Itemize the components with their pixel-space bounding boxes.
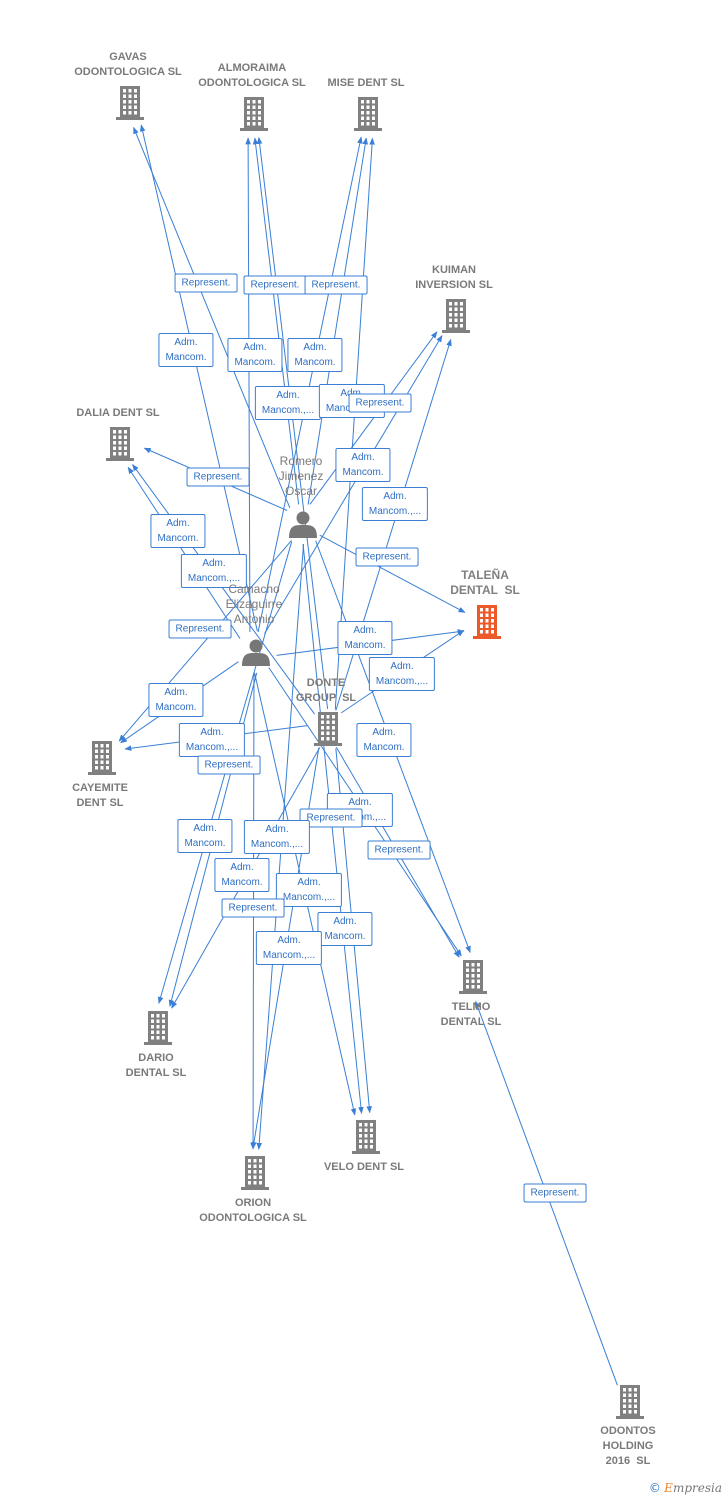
edge-label-camacho-to-velo[interactable]: Adm. Mancom. (214, 858, 270, 892)
edge-label-odontos-to-telmo[interactable]: Represent. (523, 1183, 587, 1203)
building-icon-dario[interactable] (144, 1011, 172, 1045)
edge-romero-to-talena (319, 534, 466, 613)
edge-label-romero-to-cayemite[interactable]: Represent. (168, 619, 232, 639)
building-icon-mise[interactable] (354, 97, 382, 131)
company-label-dario[interactable]: DARIO DENTAL SL (125, 1052, 187, 1079)
edge-label-camacho-to-cayemite[interactable]: Adm. Mancom. (148, 683, 204, 717)
company-label-orion[interactable]: ORION ODONTOLOGICA SL (199, 1197, 307, 1224)
edge-label-donte-to-almoraima[interactable]: Adm. Mancom.,... (254, 386, 322, 420)
brand-rest: mpresia (672, 1481, 722, 1495)
edge-label-camacho-to-dalia[interactable]: Adm. Mancom. (150, 514, 206, 548)
person-icon-romero[interactable] (289, 511, 317, 539)
company-label-velo[interactable]: VELO DENT SL (323, 1161, 405, 1173)
edge-label-camacho-to-mise[interactable]: Adm. Mancom. (287, 338, 343, 372)
building-icon-donte[interactable] (314, 712, 342, 746)
copyright-symbol: © (648, 1481, 661, 1495)
edge-label-romero-to-dario[interactable]: Represent. (299, 808, 363, 828)
company-label-donte[interactable]: DONTE GROUP SL (295, 677, 357, 704)
edge-romero-to-almoraima (252, 137, 300, 505)
edge-camacho-to-kuiman (264, 334, 443, 635)
edge-label-donte-to-velo[interactable]: Adm. Mancom.,... (275, 873, 343, 907)
company-label-cayemite[interactable]: CAYEMITE DENT SL (72, 782, 128, 809)
building-icon-gavas[interactable] (116, 86, 144, 120)
edge-donte-to-mise (334, 137, 375, 710)
edge-label-romero-to-telmo[interactable]: Represent. (197, 755, 261, 775)
building-icon-telmo[interactable] (459, 960, 487, 994)
brand-logo: Empresia (664, 1481, 722, 1495)
person-label-camacho[interactable]: Camacho Elizaguirre Antonio (225, 582, 283, 626)
building-icon-kuiman[interactable] (442, 299, 470, 333)
edge-label-camacho-to-dario[interactable]: Adm. Mancom. (177, 819, 233, 853)
edge-donte-to-almoraima (256, 136, 329, 709)
company-label-kuiman[interactable]: KUIMAN INVERSION SL (415, 264, 493, 291)
edge-label-camacho-to-orion[interactable]: Adm. Mancom. (317, 912, 373, 946)
edge-label-donte-to-cayemite[interactable]: Adm. Mancom.,... (178, 723, 246, 757)
edge-romero-to-kuiman (309, 331, 438, 505)
edge-label-romero-to-talena[interactable]: Represent. (355, 547, 419, 567)
company-label-dalia[interactable]: DALIA DENT SL (76, 407, 160, 419)
company-label-mise[interactable]: MISE DENT SL (327, 77, 405, 89)
edge-label-romero-to-almoraima[interactable]: Represent. (243, 275, 307, 295)
edge-label-camacho-to-kuiman[interactable]: Adm. Mancom. (335, 448, 391, 482)
edge-label-camacho-to-telmo[interactable]: Adm. Mancom. (356, 723, 412, 757)
edge-label-donte-to-talena[interactable]: Adm. Mancom.,... (368, 657, 436, 691)
edge-label-romero-to-kuiman[interactable]: Represent. (348, 393, 412, 413)
edge-romero-to-mise (307, 137, 368, 505)
building-icon-orion[interactable] (241, 1156, 269, 1190)
edge-camacho-to-almoraima (245, 137, 251, 633)
copyright: © Empresia (649, 1481, 722, 1495)
edge-label-romero-to-velo[interactable]: Represent. (367, 840, 431, 860)
company-label-almoraima[interactable]: ALMORAIMA ODONTOLOGICA SL (198, 62, 306, 89)
company-label-gavas[interactable]: GAVAS ODONTOLOGICA SL (74, 51, 182, 78)
building-icon-odontos[interactable] (616, 1385, 644, 1419)
edge-label-camacho-to-almoraima[interactable]: Adm. Mancom. (227, 338, 283, 372)
person-icon-camacho[interactable] (242, 639, 270, 667)
edge-label-romero-to-mise[interactable]: Represent. (304, 275, 368, 295)
building-icon-almoraima[interactable] (240, 97, 268, 131)
edge-label-camacho-to-talena[interactable]: Adm. Mancom. (337, 621, 393, 655)
edge-label-donte-to-kuiman[interactable]: Adm. Mancom.,... (361, 487, 429, 521)
company-label-talena[interactable]: TALEÑA DENTAL SL (450, 568, 520, 597)
brand-initial: E (664, 1481, 673, 1495)
company-label-odontos[interactable]: ODONTOS HOLDING 2016 SL (600, 1425, 656, 1467)
edge-romero-to-cayemite (118, 540, 292, 742)
building-icon-dalia[interactable] (106, 427, 134, 461)
company-label-telmo[interactable]: TELMO DENTAL SL (440, 1001, 502, 1028)
building-icon-cayemite[interactable] (88, 741, 116, 775)
edge-camacho-to-dalia (127, 466, 241, 639)
edge-camacho-to-gavas (139, 124, 258, 632)
edge-label-donte-to-dalia[interactable]: Adm. Mancom.,... (180, 554, 248, 588)
edge-camacho-to-mise (257, 136, 363, 633)
edge-romero-to-gavas (133, 126, 291, 508)
edge-romero-to-velo (302, 544, 364, 1115)
building-icon-velo[interactable] (352, 1120, 380, 1154)
edge-label-donte-to-dario[interactable]: Adm. Mancom.,... (243, 820, 311, 854)
edge-label-romero-to-orion[interactable]: Represent. (221, 898, 285, 918)
person-label-romero[interactable]: Romero Jimenez Oscar (278, 454, 324, 498)
building-icon-talena[interactable] (473, 605, 501, 639)
edge-label-romero-to-dalia[interactable]: Represent. (186, 467, 250, 487)
edge-label-donte-to-orion[interactable]: Adm. Mancom.,... (255, 931, 323, 965)
edge-label-camacho-to-gavas[interactable]: Adm. Mancom. (158, 333, 214, 367)
nodes-layer (88, 86, 644, 1419)
edge-donte-to-dalia (132, 463, 315, 715)
edge-label-romero-to-gavas[interactable]: Represent. (174, 273, 238, 293)
